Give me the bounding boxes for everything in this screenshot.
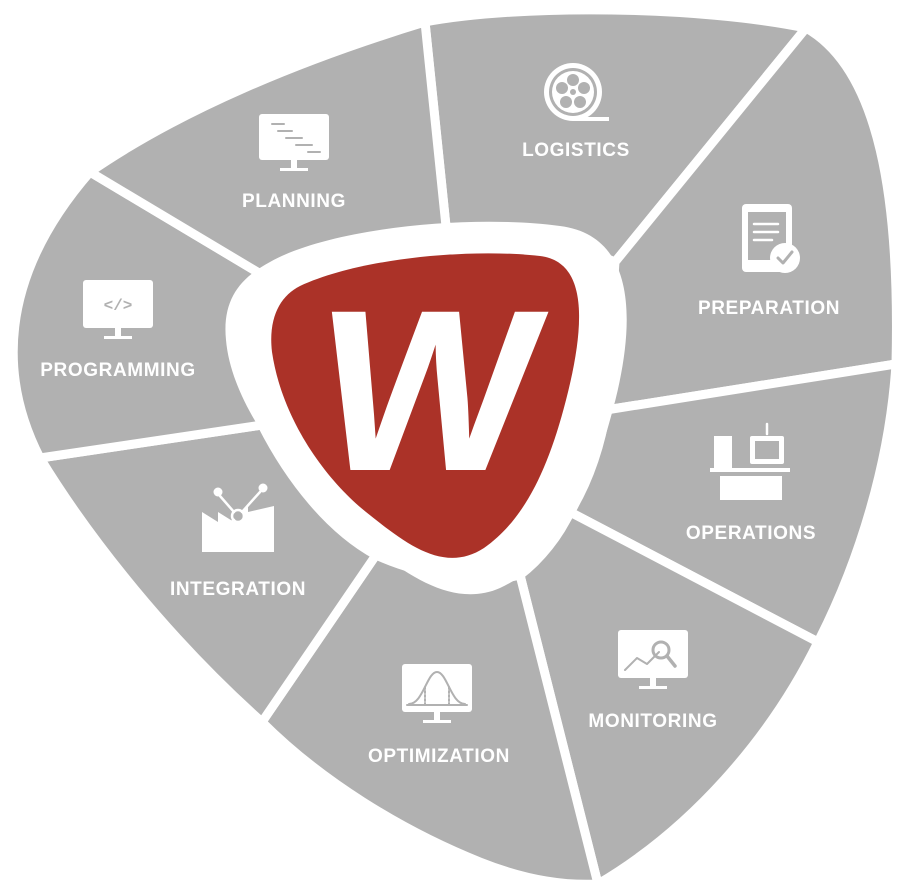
label-planning: PLANNING [242,191,346,212]
bell-curve-monitor-icon [402,664,472,723]
gantt-monitor-icon [259,114,329,171]
monitor-analytics-icon [618,630,688,689]
label-monitoring: MONITORING [588,711,717,732]
label-integration: INTEGRATION [170,579,306,600]
label-optimization: OPTIMIZATION [368,746,510,767]
tablet-check-icon [742,204,800,273]
label-programming: PROGRAMMING [40,360,195,381]
svg-text:</>: </> [104,297,133,315]
film-reel-icon [544,63,609,121]
label-operations: OPERATIONS [686,523,816,544]
segments-group [8,5,900,886]
label-preparation: PREPARATION [698,298,840,319]
segment-integration[interactable] [35,420,381,727]
center-logo-letter: W [303,262,556,519]
center-logo-badge [271,253,580,558]
label-logistics: LOGISTICS [522,140,630,161]
network-factory-icon [202,483,274,552]
machine-icon [710,422,790,500]
code-monitor-icon: </> [83,280,153,339]
